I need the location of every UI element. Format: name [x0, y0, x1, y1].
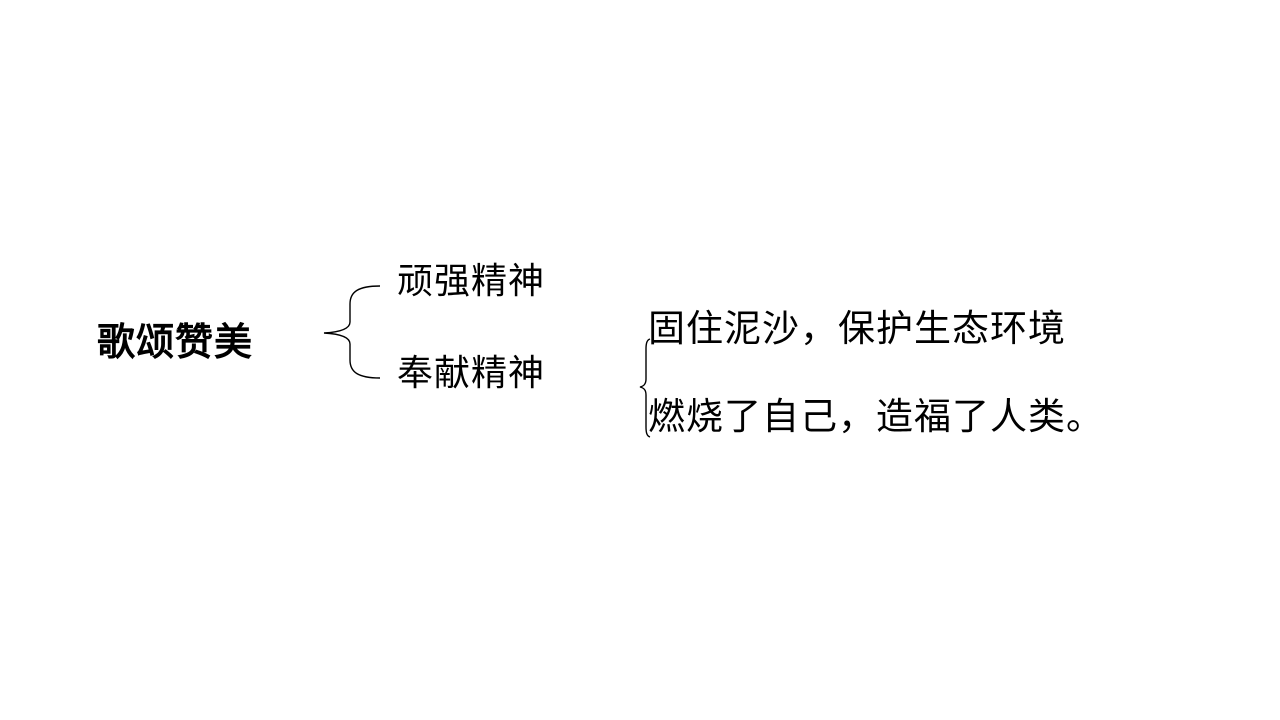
root-brace: [323, 285, 381, 379]
detail-brace: [639, 338, 651, 438]
branch-label-resilience: 顽强精神: [397, 261, 546, 302]
detail-label-sand: 固住泥沙，保护生态环境: [648, 307, 1066, 350]
branch-label-dedication: 奉献精神: [397, 353, 546, 394]
root-label: 歌颂赞美: [97, 320, 254, 364]
detail-label-sacrifice: 燃烧了自己，造福了人类。: [648, 395, 1104, 438]
